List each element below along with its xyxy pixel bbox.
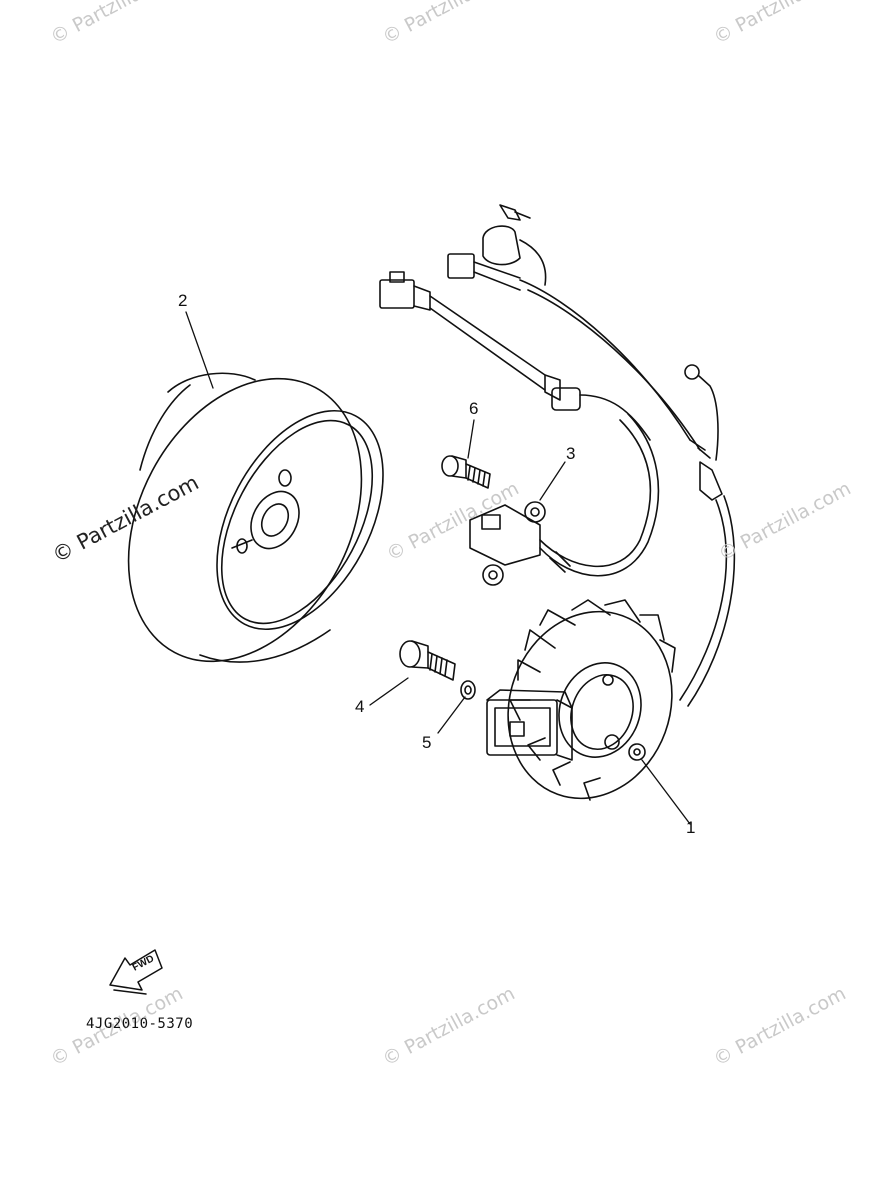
callout-1: 1 [686,818,696,837]
washer-5 [461,681,475,699]
bolt-4 [400,641,455,680]
fwd-arrow [110,950,162,994]
screw-6 [442,456,490,488]
pickup-coil [470,414,658,585]
stator-assembly [482,588,697,821]
callout-6: 6 [469,399,479,418]
callout-3: 3 [566,444,576,463]
callout-4: 4 [355,697,365,716]
diagram-code: 4JG2010-5370 [86,1016,194,1032]
callout-2: 2 [178,291,188,310]
wire-harness [380,205,734,706]
rotor-flywheel [82,338,417,701]
callout-5: 5 [422,733,432,752]
leader-lines [186,312,690,824]
